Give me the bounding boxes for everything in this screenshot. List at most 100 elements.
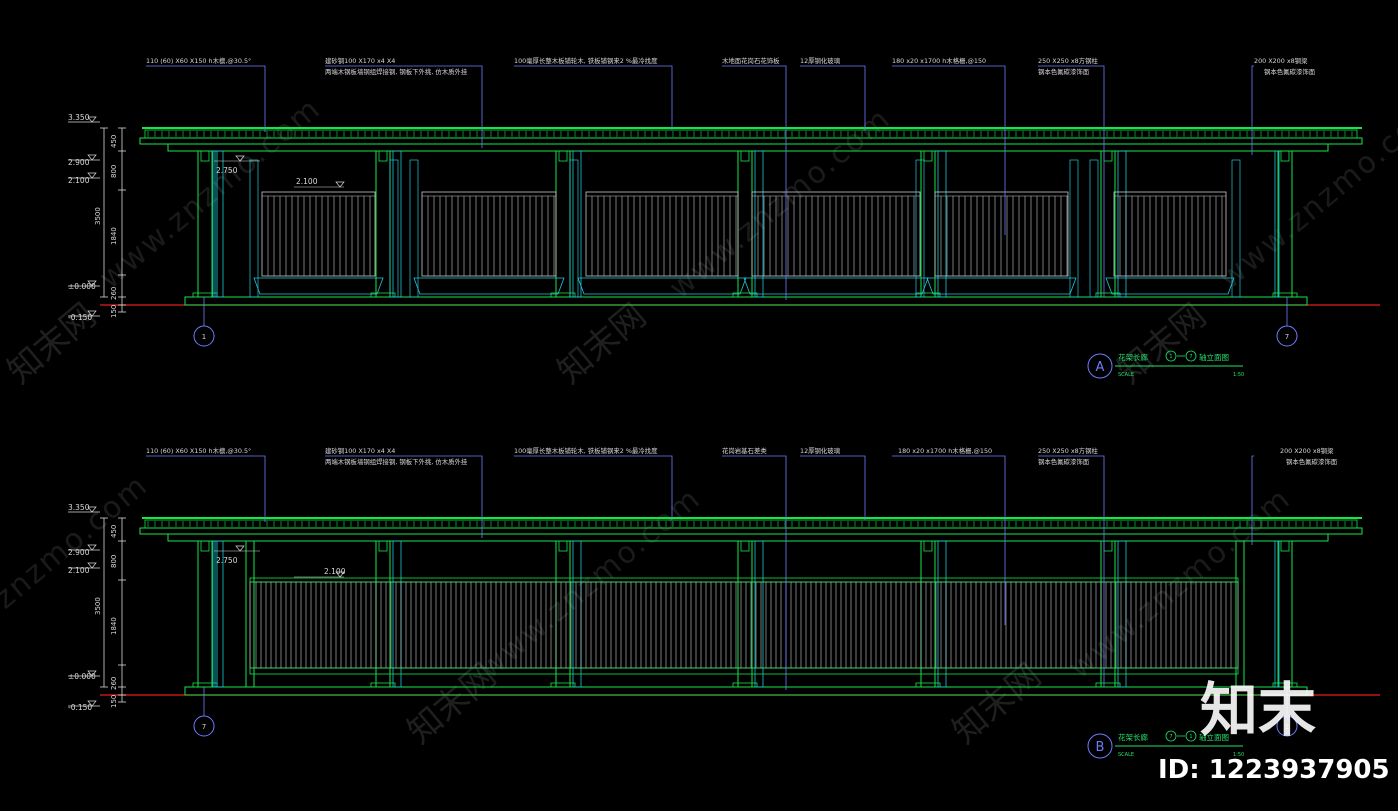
logo-text: 知末: [1200, 676, 1316, 744]
secondary-post: [937, 540, 947, 688]
leader-line: [514, 65, 673, 130]
elevation-a: 110 (60) X60 X150 h木檩,@30.5° 建砂钢100 X170…: [68, 56, 1380, 379]
secondary-post: [937, 150, 947, 298]
level-mark: 3.350: [68, 503, 90, 512]
post-cap: [558, 540, 568, 552]
watermark-layer: 知末网 www.znzmo.com 知末网 www.znzmo.com 知末网 …: [0, 91, 1398, 752]
level-mark: 2.100: [68, 176, 90, 185]
post-base: [1095, 682, 1121, 688]
end-column: [1274, 150, 1280, 298]
dimension-text: 1840: [110, 617, 118, 635]
glass-joint: [915, 159, 925, 298]
leader-line: [892, 65, 1006, 235]
axis-bubble[interactable]: 1: [1276, 715, 1298, 737]
planter-box: [743, 277, 929, 295]
level-triangle: [87, 154, 97, 161]
title-axis-from: 7: [1169, 734, 1172, 740]
leader-line: [722, 455, 787, 690]
axis-bubble[interactable]: 1: [193, 325, 215, 347]
callout-label: 建砂钢100 X170 x4 X4: [325, 446, 395, 455]
callout-label: 250 X250 x8方钢柱: [1038, 446, 1098, 455]
leader-line: [800, 455, 866, 520]
watermark-cn: 知末网: [945, 656, 1049, 752]
railing-panel: [421, 191, 557, 277]
end-column: [212, 150, 218, 298]
post-base: [732, 292, 758, 298]
steel-post: [920, 150, 936, 298]
dimension-text: 3500: [94, 597, 102, 615]
title-axis-to: 7: [1189, 354, 1192, 360]
planter-box: [253, 277, 384, 295]
secondary-post: [754, 150, 764, 298]
axis-bubble[interactable]: 7: [1276, 325, 1298, 347]
watermark-url: www.znzmo.com: [1063, 481, 1298, 686]
callout-label: 100毫厚长整木板铺轮木, 铁板铺钢来2 %最冷找度: [514, 56, 658, 65]
leader-line: [722, 65, 787, 300]
steel-post: [197, 540, 213, 688]
callout-label: 12厚钢化玻璃: [800, 446, 841, 455]
post-cap: [1280, 540, 1290, 552]
dimension-text: 150: [110, 695, 118, 708]
title-name: 花架长廊: [1118, 732, 1148, 742]
title-suffix: 轴立面图: [1199, 732, 1229, 742]
level-triangle: [235, 545, 245, 552]
secondary-post: [392, 150, 402, 298]
dimension-text: 450: [110, 525, 118, 538]
secondary-post: [754, 540, 764, 688]
planter-box: [1105, 277, 1235, 295]
level-mark: 2.900: [68, 158, 90, 167]
level-mark: -0.150: [68, 313, 92, 322]
level-triangle: [235, 155, 245, 162]
post-cap: [200, 150, 210, 162]
roof-beam: [139, 137, 1363, 145]
planter-box: [926, 277, 1077, 295]
level-triangle: [335, 571, 345, 578]
title-name: 花架长廊: [1118, 352, 1148, 362]
axis-number: 7: [1285, 333, 1289, 341]
axis-number: 1: [1285, 723, 1289, 731]
watermark-cn: 知末网: [400, 656, 504, 752]
steel-post: [375, 150, 391, 298]
post-base: [1272, 682, 1298, 688]
leader-line: [325, 65, 483, 148]
secondary-post: [1117, 150, 1127, 298]
secondary-post: [392, 540, 402, 688]
secondary-post: [214, 540, 224, 688]
post-cap: [923, 540, 933, 552]
axis-bubble[interactable]: 7: [193, 715, 215, 737]
callout-label: 180 x20 x1700 h木格栅,@150: [892, 56, 986, 65]
railing-panel: [1113, 191, 1227, 277]
callout-label: 建砂钢100 X170 x4 X4: [325, 56, 395, 65]
title-scale-value: 1:50: [1233, 752, 1244, 758]
level-mark: 2.750: [216, 166, 238, 175]
drawing-title: B 花架长廊 7 1 轴立面图 SCALE 1:50: [1087, 730, 1244, 759]
level-mark: 2.100: [68, 566, 90, 575]
level-mark: ±0.000: [68, 282, 96, 291]
leader-line: [1038, 65, 1105, 297]
railing-panel: [585, 191, 739, 277]
callout-label: 100毫厚长整木板铺轮木, 铁板铺钢来2 %最冷找度: [514, 446, 658, 455]
end-column: [1274, 540, 1280, 688]
axis-number: 1: [202, 333, 206, 341]
post-base: [550, 682, 576, 688]
level-mark: 2.900: [68, 548, 90, 557]
post-base: [1272, 292, 1298, 298]
watermark-cn: 知末网: [0, 296, 104, 392]
planter-box: [413, 277, 565, 295]
end-column: [212, 540, 218, 688]
post-cap: [378, 540, 388, 552]
level-mark: ±0.000: [68, 672, 96, 681]
callout-label: 花岗岩基石差类: [722, 446, 767, 455]
level-triangle: [87, 506, 97, 513]
post-base: [370, 682, 396, 688]
dimension-text: 260: [110, 287, 118, 300]
title-axis-to: 1: [1189, 734, 1192, 740]
dimension-text: 450: [110, 135, 118, 148]
level-triangle: [87, 280, 97, 287]
post-cap: [378, 150, 388, 162]
dimension-text: 1840: [110, 227, 118, 245]
callout-label: 180 x20 x1700 h木格栅,@150: [898, 446, 992, 455]
post-cap: [200, 540, 210, 552]
main-beam: [167, 143, 1329, 152]
